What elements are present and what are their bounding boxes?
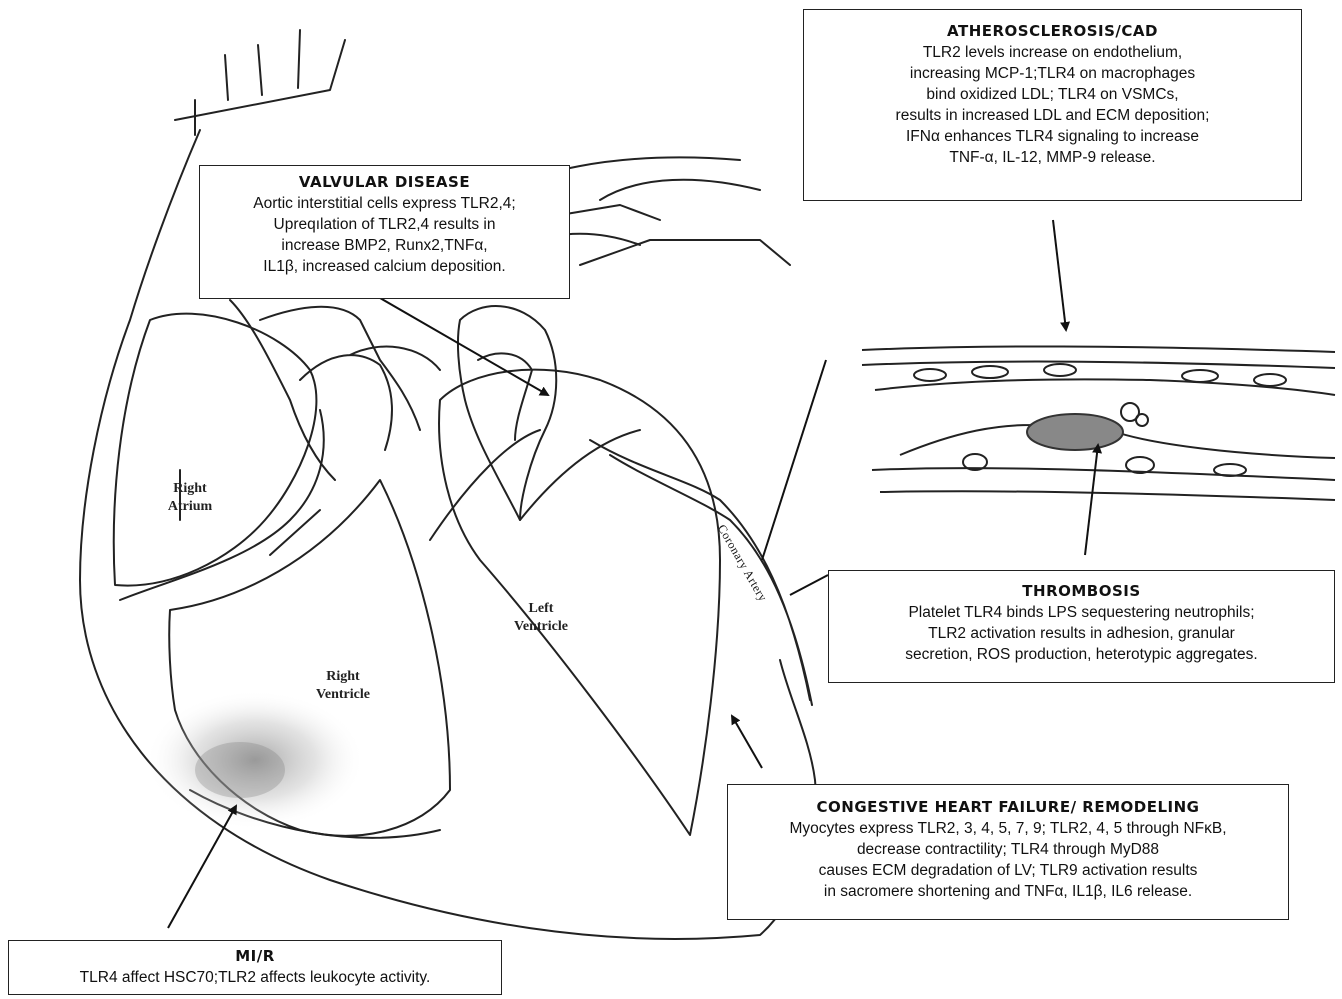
- mir-arrow: [168, 806, 236, 928]
- thrombosis-title: THROMBOSIS: [829, 581, 1334, 602]
- chf-box: CONGESTIVE HEART FAILURE/ REMODELING Myo…: [727, 784, 1289, 920]
- endothelium-top: [875, 379, 1335, 395]
- chf-line: decrease contractility; TLR4 through MyD…: [728, 839, 1288, 860]
- coronary-artery-vessel: [590, 440, 812, 705]
- chf-line: in sacromere shortening and TNFα, IL1β, …: [728, 881, 1288, 902]
- mir-line: TLR4 affect HSC70;TLR2 affects leukocyte…: [9, 967, 501, 988]
- right-atrium-label-line: Right: [150, 480, 230, 498]
- infarct-core: [195, 742, 285, 798]
- right-ventricle-label-line: Right: [298, 668, 388, 686]
- vessel-cell: [1126, 457, 1154, 473]
- vessel-wall-bottom: [872, 468, 1335, 500]
- atherosclerosis-box: ATHEROSCLEROSIS/CAD TLR2 levels increase…: [803, 9, 1302, 201]
- vessel-cell: [972, 366, 1008, 378]
- atherosclerosis-line: TNF-α, IL-12, MMP-9 release.: [804, 147, 1301, 168]
- atherosclerosis-line: bind oxidized LDL; TLR4 on VSMCs,: [804, 84, 1301, 105]
- thrombosis-line: TLR2 activation results in adhesion, gra…: [829, 623, 1334, 644]
- mir-title: MI/R: [9, 946, 501, 967]
- valvular-disease-line: increase BMP2, Runx2,TNFα,: [200, 235, 569, 256]
- atherosclerosis-arrow: [1053, 220, 1066, 330]
- vessel-cell: [1182, 370, 1218, 382]
- superior-vena-cava: [175, 30, 345, 135]
- valvular-disease-title: VALVULAR DISEASE: [200, 172, 569, 193]
- right-atrium-outline: [114, 314, 317, 586]
- mir-box: MI/R TLR4 affect HSC70;TLR2 affects leuk…: [8, 940, 502, 995]
- vessel-wall-top: [862, 346, 1335, 368]
- chf-line: Myocytes express TLR2, 3, 4, 5, 7, 9; TL…: [728, 818, 1288, 839]
- vessel-cell: [1044, 364, 1076, 376]
- plaque: [1027, 414, 1123, 450]
- atherosclerosis-line: increasing MCP-1;TLR4 on macrophages: [804, 63, 1301, 84]
- valvular-disease-box: VALVULAR DISEASE Aortic interstitial cel…: [199, 165, 570, 299]
- thrombosis-box: THROMBOSIS Platelet TLR4 binds LPS seque…: [828, 570, 1335, 683]
- left-ventricle-label-line: Left: [496, 600, 586, 618]
- right-ventricle-label-line: Ventricle: [298, 686, 388, 704]
- pulmonary-branch: [580, 240, 790, 265]
- thrombus-cell: [1136, 414, 1148, 426]
- right-ventricle-label: Right Ventricle: [298, 668, 388, 704]
- valvular-disease-line: IL1β, increased calcium deposition.: [200, 256, 569, 277]
- atherosclerosis-line: results in increased LDL and ECM deposit…: [804, 105, 1301, 126]
- vessel-section: [862, 346, 1335, 500]
- thrombosis-arrow: [1085, 445, 1098, 555]
- left-ventricle-inner: [430, 430, 640, 540]
- left-ventricle-label-line: Ventricle: [496, 618, 586, 636]
- vessel-cell: [914, 369, 946, 381]
- right-atrium-label: Right Atrium: [150, 480, 230, 516]
- right-atrium-label-line: Atrium: [150, 498, 230, 516]
- vessel-cell: [1214, 464, 1246, 476]
- aortic-valve: [458, 306, 556, 520]
- chf-arrow: [732, 716, 762, 768]
- atherosclerosis-line: TLR2 levels increase on endothelium,: [804, 42, 1301, 63]
- thrombosis-link-line: [790, 575, 828, 595]
- atherosclerosis-title: ATHEROSCLEROSIS/CAD: [804, 21, 1301, 42]
- valvular-disease-line: Aortic interstitial cells express TLR2,4…: [200, 193, 569, 214]
- valve-leaflets: [300, 347, 440, 450]
- coronary-pointer-line: [762, 360, 826, 560]
- left-ventricle-label: Left Ventricle: [496, 600, 586, 636]
- thrombosis-line: secretion, ROS production, heterotypic a…: [829, 644, 1334, 665]
- atherosclerosis-line: IFNα enhances TLR4 signaling to increase: [804, 126, 1301, 147]
- chf-line: causes ECM degradation of LV; TLR9 activ…: [728, 860, 1288, 881]
- thrombosis-line: Platelet TLR4 binds LPS sequestering neu…: [829, 602, 1334, 623]
- vessel-cell: [1254, 374, 1286, 386]
- valvular-disease-line: Upreqılation of TLR2,4 results in: [200, 214, 569, 235]
- chf-title: CONGESTIVE HEART FAILURE/ REMODELING: [728, 797, 1288, 818]
- pulmonary-trunk: [230, 300, 420, 480]
